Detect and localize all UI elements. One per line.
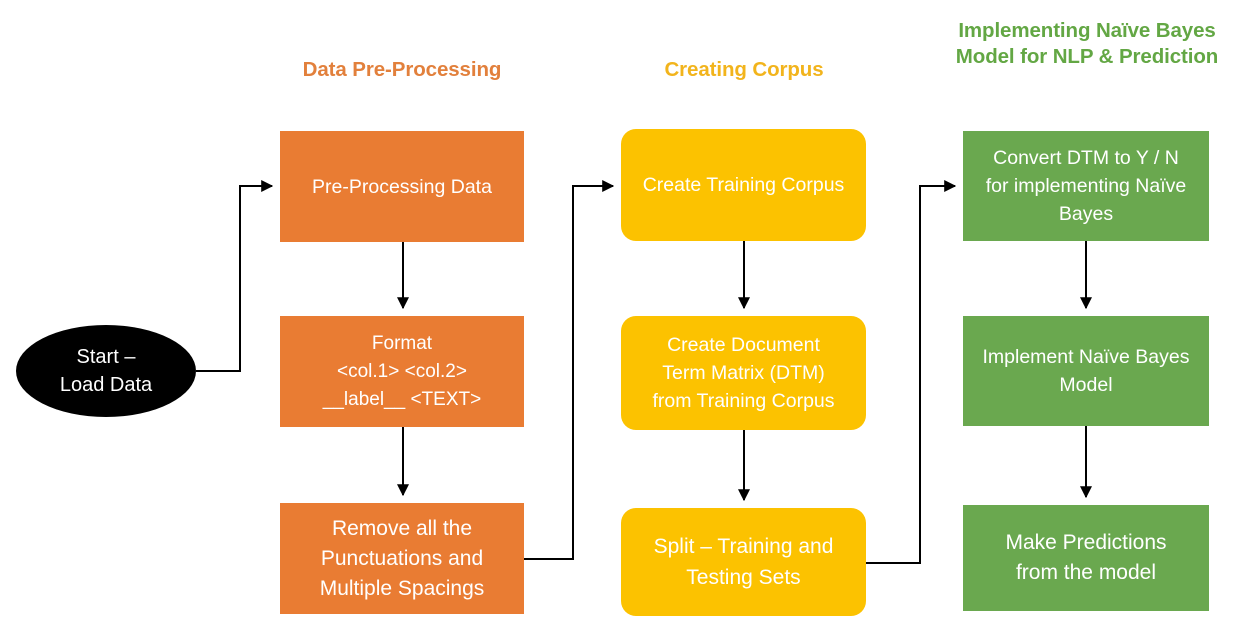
connector-remove-to-train-corpus: [524, 180, 615, 560]
column-heading-data-pre-processing: Data Pre-Processing: [302, 58, 502, 81]
node-pre-processing-data-label: Pre-Processing Data: [312, 175, 492, 198]
node-start-load-data[interactable]: Start – Load Data: [16, 325, 196, 417]
node-format-label: Format <col.1> <col.2> __label__ <TEXT>: [322, 332, 482, 410]
node-format[interactable]: Format <col.1> <col.2> __label__ <TEXT>: [280, 316, 524, 427]
node-make-predictions-label: Make Predictions from the model: [1005, 531, 1167, 584]
node-pre-processing-data[interactable]: Pre-Processing Data: [280, 131, 524, 242]
node-make-predictions[interactable]: Make Predictions from the model: [963, 505, 1209, 611]
column-heading-creating-corpus: Creating Corpus: [664, 58, 824, 81]
node-create-document-term-matrix[interactable]: Create Document Term Matrix (DTM) from T…: [621, 316, 866, 430]
node-create-training-corpus-label: Create Training Corpus: [642, 174, 845, 196]
node-split-training-testing-sets-label: Split – Training and Testing Sets: [653, 535, 834, 589]
node-convert-dtm-to-yn-label: Convert DTM to Y / N for implementing Na…: [985, 147, 1187, 225]
node-split-training-testing-sets[interactable]: Split – Training and Testing Sets: [621, 508, 866, 616]
node-remove-punctuations[interactable]: Remove all the Punctuations and Multiple…: [280, 503, 524, 614]
column-heading-implementing-naive-bayes: Implementing Naïve Bayes Model for NLP &…: [955, 19, 1219, 68]
connector-start-to-preprocessing: [196, 180, 274, 372]
node-convert-dtm-to-yn[interactable]: Convert DTM to Y / N for implementing Na…: [963, 131, 1209, 241]
node-start-load-data-label: Start – Load Data: [59, 346, 153, 396]
node-remove-punctuations-label: Remove all the Punctuations and Multiple…: [319, 516, 485, 600]
node-implement-naive-bayes-model-label: Implement Naïve Bayes Model: [982, 346, 1190, 396]
connector-split-to-convert-dtm: [866, 180, 957, 564]
node-create-training-corpus[interactable]: Create Training Corpus: [621, 129, 866, 241]
node-create-document-term-matrix-label: Create Document Term Matrix (DTM) from T…: [652, 334, 835, 412]
node-implement-naive-bayes-model[interactable]: Implement Naïve Bayes Model: [963, 316, 1209, 426]
